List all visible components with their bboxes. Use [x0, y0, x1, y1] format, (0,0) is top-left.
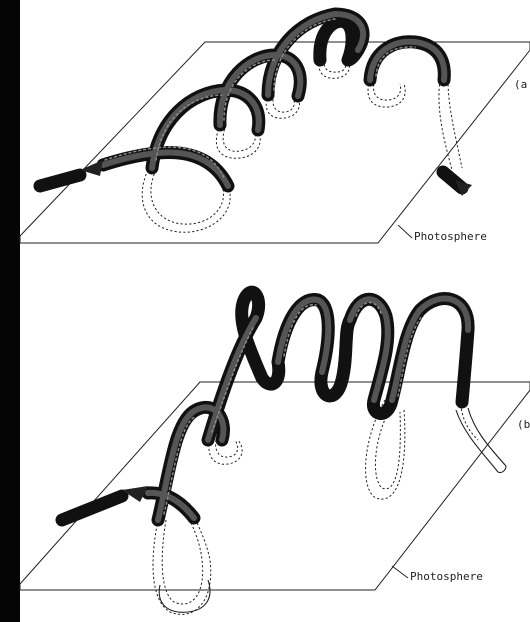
flux-rope-a	[40, 14, 472, 196]
rope-tail-outline-b2	[456, 410, 498, 472]
flux-rope-b	[62, 292, 468, 520]
rope-tail-cap-b	[498, 466, 506, 473]
rope-tail-outline-b	[468, 408, 506, 466]
panel-a: (a Photosphere	[20, 14, 530, 243]
panel-label-b: (b	[517, 418, 530, 431]
submerged-loop-outline-b	[159, 580, 210, 612]
photosphere-plane-b	[20, 382, 530, 590]
photosphere-label-b: Photosphere	[410, 570, 483, 583]
photosphere-label-a: Photosphere	[414, 230, 487, 243]
panel-label-a: (a	[514, 78, 527, 91]
photosphere-leader-b	[392, 566, 408, 578]
panel-b: (b Photosphere	[20, 292, 530, 614]
photosphere-leader-a	[398, 225, 412, 238]
